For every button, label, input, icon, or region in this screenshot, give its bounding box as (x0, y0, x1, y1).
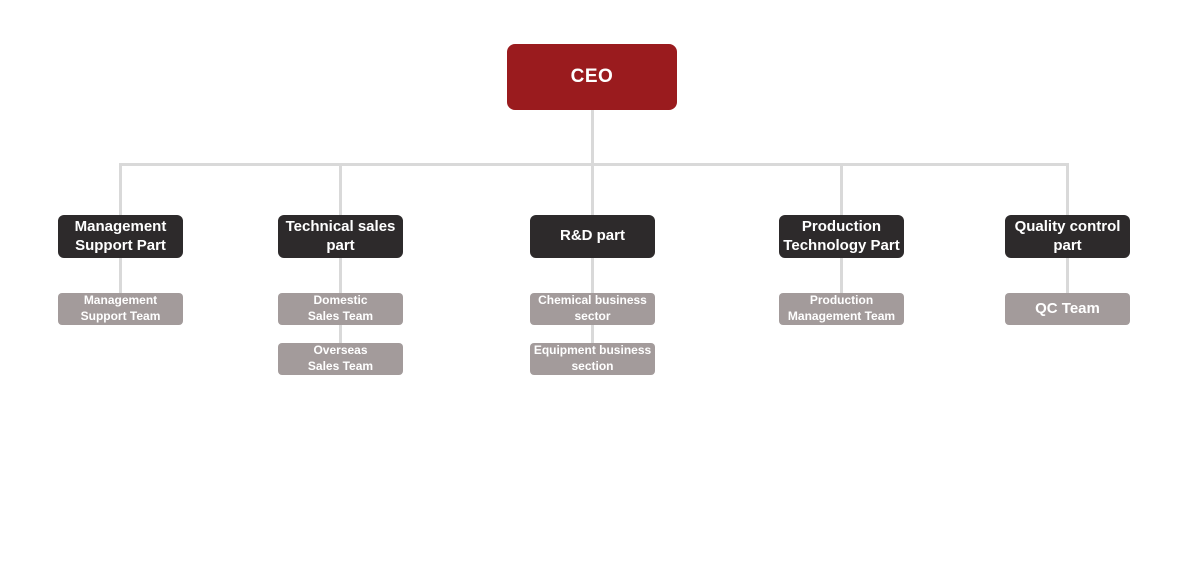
dept-node-management-support: Management Support Part (58, 215, 183, 258)
ceo-node: CEO (507, 44, 677, 110)
team-node-equipment-business-section: Equipment business section (530, 343, 655, 375)
team-node-qc-team: QC Team (1005, 293, 1130, 325)
connector-drop-management-support (119, 163, 122, 217)
dept-node-technical-sales: Technical sales part (278, 215, 403, 258)
connector-drop-production-technology (840, 163, 843, 217)
team-node-overseas-sales-team: Overseas Sales Team (278, 343, 403, 375)
team-node-domestic-sales-team: Domestic Sales Team (278, 293, 403, 325)
dept-node-quality-control: Quality control part (1005, 215, 1130, 258)
dept-node-rnd: R&D part (530, 215, 655, 258)
team-node-production-management-team: Production Management Team (779, 293, 904, 325)
connector-teams-management-support (119, 258, 122, 312)
team-node-management-support-team: Management Support Team (58, 293, 183, 325)
connector-teams-quality-control (1066, 258, 1069, 312)
dept-node-production-technology: Production Technology Part (779, 215, 904, 258)
connector-drop-rnd (591, 163, 594, 217)
connector-drop-technical-sales (339, 163, 342, 217)
connector-teams-production-technology (840, 258, 843, 312)
connector-horizontal (119, 163, 1069, 166)
team-node-chemical-business-sector: Chemical business sector (530, 293, 655, 325)
connector-drop-quality-control (1066, 163, 1069, 217)
connector-ceo-drop (591, 110, 594, 166)
